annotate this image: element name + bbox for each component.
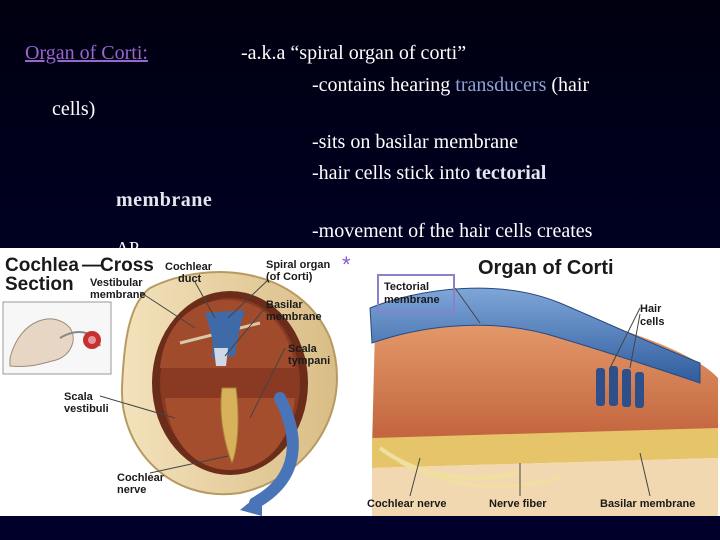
cochlea-figure: Cochlea — Cross Section Organ of Corti *…: [0, 248, 720, 516]
cochlea-title-2: Cross: [100, 255, 154, 276]
hair-stick-line: -hair cells stick into tectorial: [312, 162, 546, 185]
cochlea-title-3: Section: [5, 274, 74, 295]
cochlea-illustration: Cochlea — Cross Section Organ of Corti *…: [2, 252, 718, 516]
label-basilar-membrane-left: Basilar membrane: [266, 299, 322, 323]
cochlea-cross-section: [120, 271, 338, 516]
slide-title: Organ of Corti:: [25, 42, 148, 64]
organ-title: Organ of Corti: [478, 257, 614, 279]
ear-inset: [2, 301, 112, 375]
organ-of-corti-diagram: [369, 287, 718, 516]
label-tectorial-membrane: Tectorial membrane: [384, 281, 440, 306]
sits-line: -sits on basilar membrane: [312, 131, 519, 153]
label-cochlear-duct: Cochlear duct: [165, 261, 215, 285]
label-vestibular-membrane: Vestibular membrane: [90, 277, 146, 301]
hair-cells-cluster: [596, 366, 644, 408]
label-basilar-membrane-bottom: Basilar membrane: [600, 498, 695, 510]
label-nerve-fiber: Nerve fiber: [489, 498, 547, 510]
asterisk-mark: *: [342, 252, 351, 277]
cochlea-title-1: Cochlea: [5, 255, 79, 276]
label-cochlear-nerve-left: Cochlear nerve: [117, 472, 167, 496]
tectorial-highlight-box: [377, 274, 455, 313]
transducers-word: transducers: [455, 74, 547, 96]
contains-text: -contains hearing: [312, 74, 456, 96]
hair-stick-text: -hair cells stick into: [312, 162, 476, 184]
movement-line: -movement of the hair cells creates: [312, 220, 593, 242]
label-scala-vestibuli: Scala vestibuli: [64, 391, 109, 415]
label-scala-tympani: Scala tympani: [288, 343, 330, 367]
aka-line: -a.k.a “spiral organ of corti”: [241, 42, 467, 64]
tectorial-word: tectorial: [475, 162, 547, 184]
cells-line: cells): [52, 98, 96, 120]
hair-open-text: (hair: [546, 74, 590, 96]
contains-line: -contains hearing transducers (hair: [312, 74, 589, 97]
label-cochlear-nerve-bottom: Cochlear nerve: [367, 498, 446, 510]
bottom-bar: [0, 516, 720, 540]
label-hair-cells: Hair cells: [640, 303, 664, 328]
label-spiral-organ: Spiral organ (of Corti): [266, 259, 333, 283]
cochlea-title-dash: —: [82, 255, 101, 276]
membrane-word: membrane: [116, 189, 213, 211]
